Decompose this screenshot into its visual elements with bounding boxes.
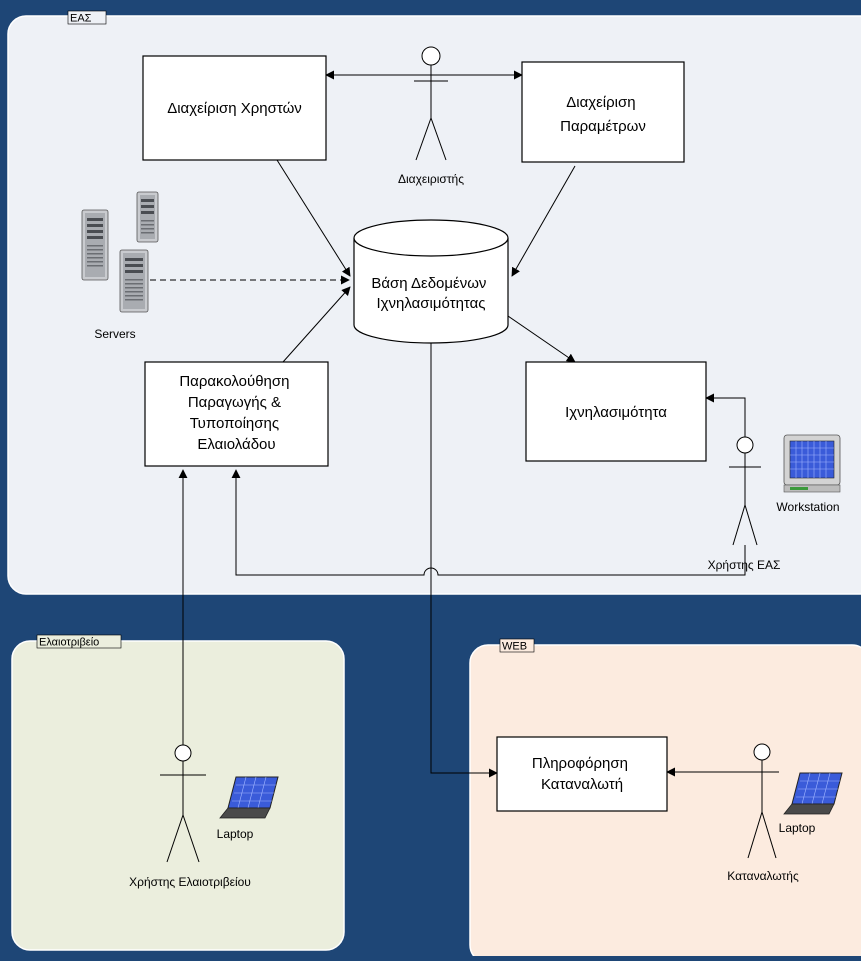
connector-production-db: [282, 286, 351, 363]
connector-easuser-production: [231, 469, 746, 576]
box-consumer-info-line-2: Καταναλωτή: [541, 776, 623, 793]
database-cylinder: Βάση Δεδομένων Ιχνηλασιμότητας: [353, 219, 509, 344]
box-consumer-information: Πληροφόρηση Καταναλωτή: [496, 736, 668, 812]
actor-admin-icon: [414, 46, 448, 161]
connector-users-db: [276, 159, 351, 277]
svg-text:Πληροφόρηση Καταναλωτή: Πληροφόρηση Καταναλωτή: [532, 755, 632, 793]
servers-icon: [81, 191, 159, 313]
connector-db-traceability: [507, 315, 576, 363]
web-region-tab: [499, 638, 535, 653]
web-region-label: WEB: [502, 641, 527, 653]
laptop-mill-icon: [219, 776, 279, 819]
database-line-2: Ιχνηλασιμότητας: [376, 295, 485, 312]
server-icon: [119, 249, 149, 313]
svg-text:Ιχνηλασιμότητα: Ιχνηλασιμότητα: [565, 404, 667, 421]
laptop-web-icon: [783, 772, 843, 815]
box-user-management: Διαχείριση Χρηστών: [142, 55, 327, 161]
box-production-line-4: Ελαιολάδου: [197, 436, 275, 453]
svg-text:Διαχείριση Χρηστών: Διαχείριση Χρηστών: [167, 100, 302, 117]
box-production-line-1: Παρακολούθηση: [179, 373, 289, 390]
box-production-monitoring: Παρακολούθηση Παραγωγής & Τυποποίησης Ελ…: [144, 361, 329, 467]
actor-admin-label: Διαχειριστής: [398, 172, 464, 186]
laptop-web-label: Laptop: [779, 821, 816, 835]
box-consumer-info-line-1: Πληροφόρηση: [532, 755, 628, 772]
actor-mill-user-label: Χρήστης Ελαιοτριβείου: [129, 875, 251, 889]
server-icon: [81, 209, 109, 281]
svg-text:Διαχείριση Παραμέτρων: Διαχείριση Παραμέτρων: [560, 94, 646, 135]
box-traceability-line-1: Ιχνηλασιμότητα: [565, 404, 667, 421]
connectors: [150, 70, 746, 778]
box-production-line-3: Τυποποίησης: [190, 415, 279, 432]
box-parameter-management-line-2: Παραμέτρων: [560, 118, 646, 135]
eleotriveio-region-label: Ελαιοτριβείο: [39, 637, 99, 649]
workstation-icon: [783, 434, 841, 493]
actor-eas-user-label: Χρήστης ΕΑΣ: [708, 558, 781, 572]
eleotriveio-region: [11, 640, 345, 951]
box-user-management-line-1: Διαχείριση Χρηστών: [167, 100, 302, 117]
box-parameter-management-line-1: Διαχείριση: [566, 94, 635, 111]
workstation-label: Workstation: [776, 500, 839, 514]
box-production-line-2: Παραγωγής &: [188, 394, 281, 411]
connector-params-db: [511, 165, 576, 277]
svg-text:Βάση Δεδομένων Ιχνηλασιμ: Βάση Δεδομένων Ιχνηλασιμότητας: [371, 275, 490, 312]
actor-eas-user-icon: [729, 436, 761, 546]
eas-region-tab: [67, 10, 107, 25]
actor-mill-user-icon: [160, 744, 206, 863]
connector-db-consumer-info: [430, 343, 498, 778]
eas-region-label: ΕΑΣ: [70, 13, 92, 25]
box-traceability: Ιχνηλασιμότητα: [525, 361, 707, 462]
connector-easuser-traceability: [705, 393, 746, 438]
actor-consumer-icon: [745, 743, 779, 859]
actor-consumer-label: Καταναλωτής: [727, 869, 799, 883]
servers-label: Servers: [94, 327, 135, 341]
box-parameter-management: Διαχείριση Παραμέτρων: [521, 61, 685, 163]
database-line-1: Βάση Δεδομένων: [371, 275, 486, 292]
laptop-mill-label: Laptop: [217, 827, 254, 841]
eleotriveio-region-tab: [36, 634, 122, 649]
svg-text:Παρακολούθηση Παραγωγής: Παρακολούθηση Παραγωγής & Τυποποίησης Ελ…: [179, 373, 293, 453]
server-icon: [136, 191, 159, 243]
